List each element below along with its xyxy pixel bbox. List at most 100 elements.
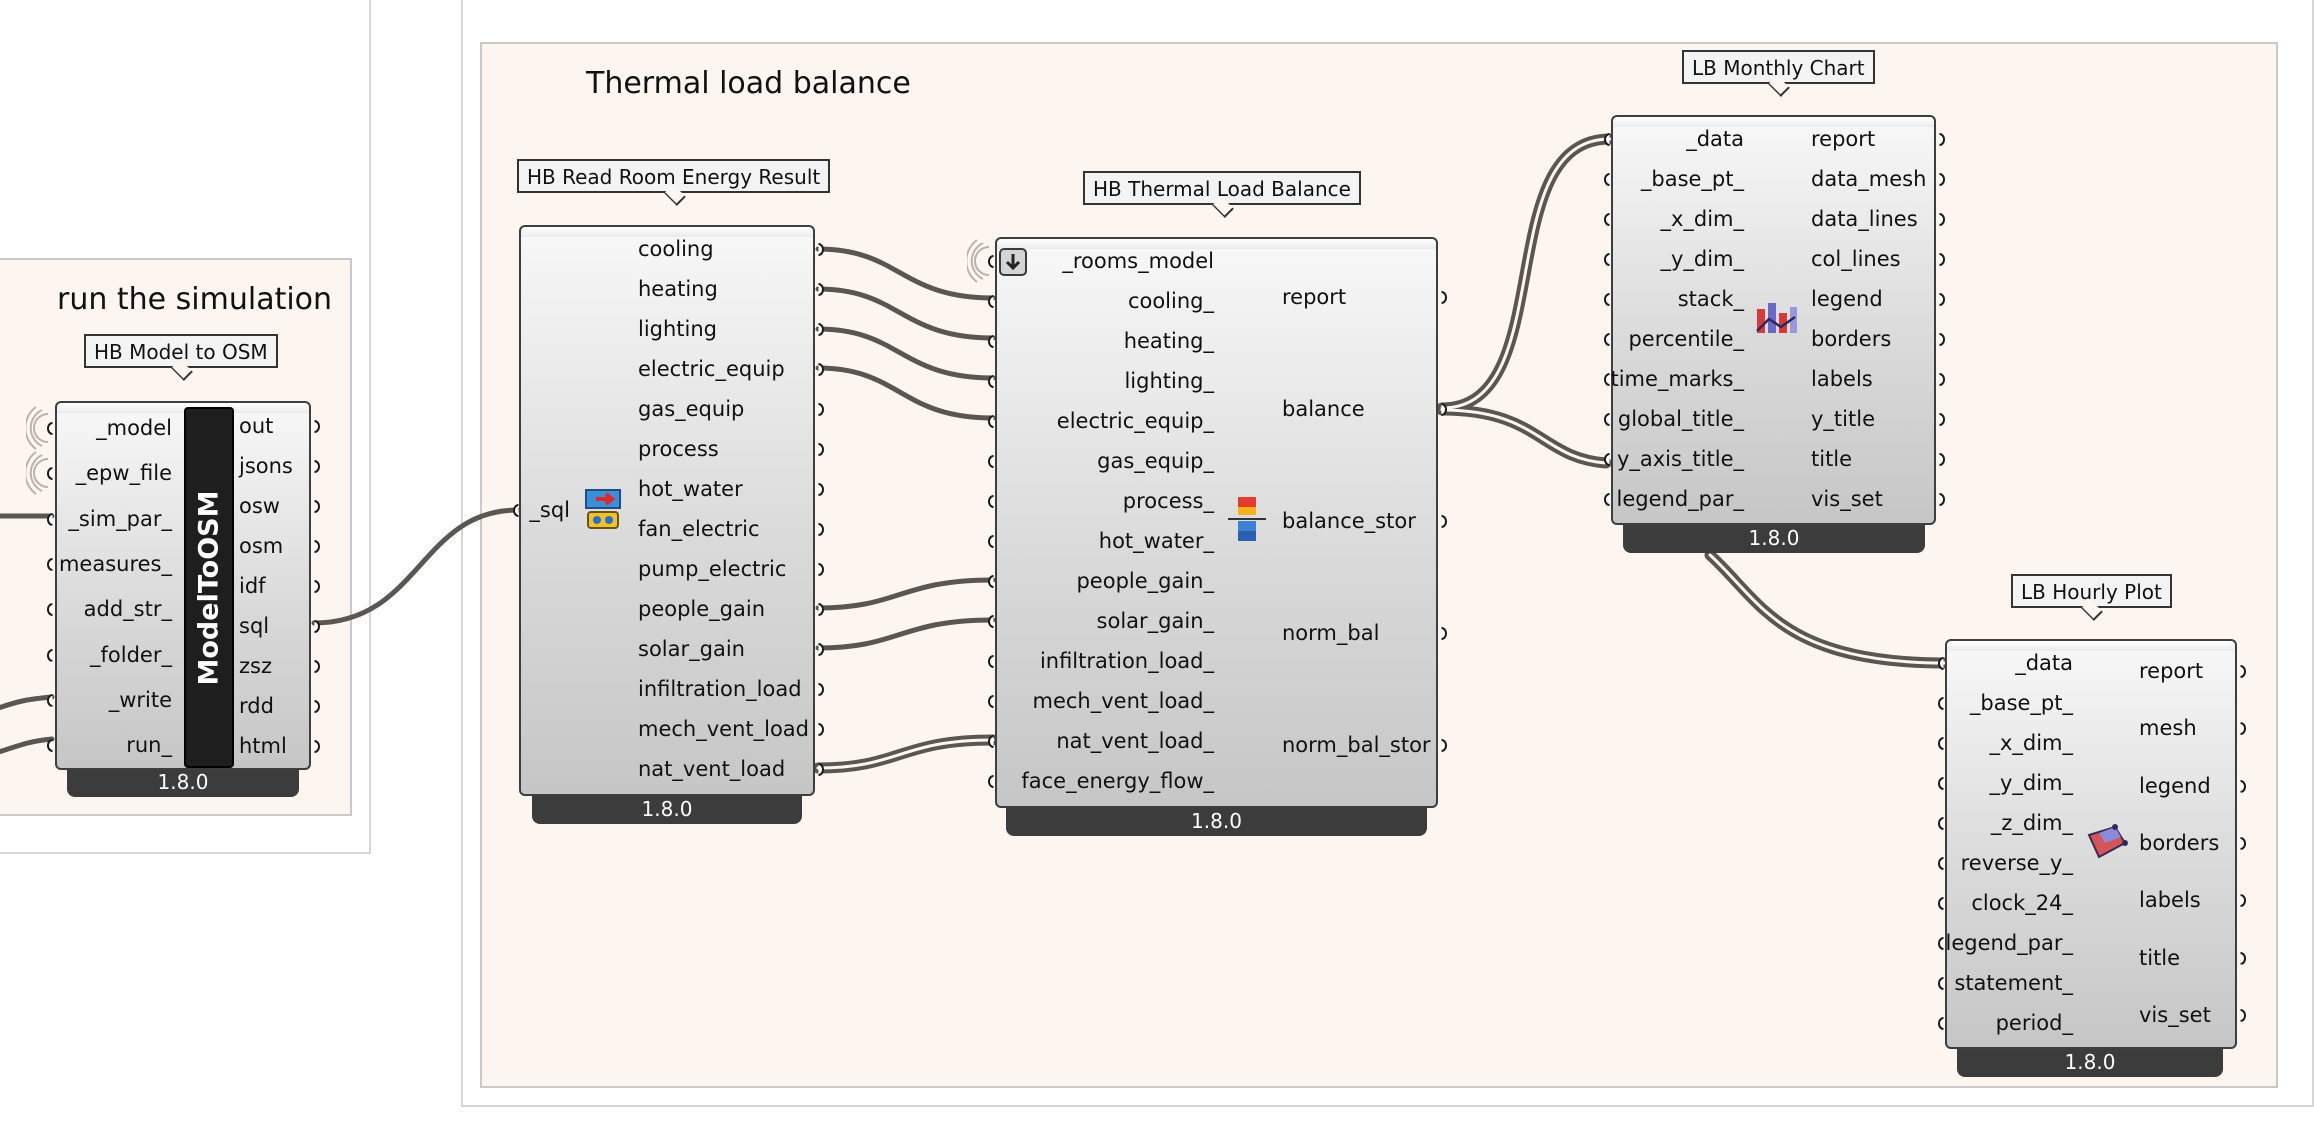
- model-to-osm-input-port[interactable]: [47, 648, 53, 662]
- read-room-output-port[interactable]: [818, 283, 824, 296]
- hourly-plot-component[interactable]: [1945, 639, 2237, 1049]
- model-to-osm-output-port[interactable]: [314, 420, 320, 433]
- thermal-balance-output-port[interactable]: [1441, 739, 1447, 752]
- thermal-balance-input-port[interactable]: [988, 615, 994, 628]
- monthly-chart-output-port[interactable]: [1939, 453, 1945, 466]
- thermal-balance-input-port[interactable]: [988, 535, 994, 548]
- read-room-input-port[interactable]: [513, 504, 519, 517]
- model-to-osm-input-port[interactable]: [47, 603, 53, 617]
- monthly-chart-output-port[interactable]: [1939, 213, 1945, 226]
- hourly-plot-input-port[interactable]: [1938, 657, 1944, 670]
- monthly-chart-output-port[interactable]: [1939, 373, 1945, 386]
- hourly-plot-input-port[interactable]: [1938, 777, 1944, 790]
- monthly-chart-output-vis-set: vis_set: [1811, 487, 1883, 511]
- thermal-balance-input-port[interactable]: [988, 455, 994, 468]
- monthly-chart-input-port[interactable]: [1604, 453, 1610, 466]
- thermal-balance-input-port[interactable]: [988, 375, 994, 388]
- thermal-balance-input-cooling: cooling_: [1127, 289, 1214, 313]
- thermal-balance-input-port[interactable]: [988, 735, 994, 748]
- model-to-osm-output-port[interactable]: [314, 660, 320, 673]
- thermal-balance-input-port[interactable]: [988, 415, 994, 428]
- hourly-plot-output-port[interactable]: [2240, 836, 2246, 850]
- read-room-component[interactable]: [519, 225, 815, 796]
- monthly-chart-input-port[interactable]: [1604, 253, 1610, 266]
- thermal-balance-input-port[interactable]: [988, 695, 994, 708]
- read-room-output-port[interactable]: [818, 363, 824, 376]
- thermal-balance-output-port[interactable]: [1441, 291, 1447, 304]
- thermal-balance-input-port[interactable]: [988, 575, 994, 588]
- thermal-balance-output-norm-bal-stor: norm_bal_stor: [1282, 733, 1431, 757]
- model-to-osm-output-port[interactable]: [314, 540, 320, 553]
- model-to-osm-input-port[interactable]: [47, 739, 53, 753]
- read-room-output-port[interactable]: [818, 443, 824, 456]
- thermal-balance-input-port[interactable]: [988, 775, 994, 788]
- read-room-output-port[interactable]: [818, 323, 824, 336]
- monthly-chart-input-port[interactable]: [1604, 493, 1610, 506]
- monthly-chart-input-port[interactable]: [1604, 293, 1610, 306]
- hourly-plot-input-x-dim: _x_dim_: [1989, 731, 2073, 755]
- monthly-chart-input-port[interactable]: [1604, 413, 1610, 426]
- thermal-balance-input-port[interactable]: [988, 655, 994, 668]
- read-room-output-port[interactable]: [818, 243, 824, 256]
- thermal-balance-output-port[interactable]: [1441, 515, 1447, 528]
- model-to-osm-output-port[interactable]: [314, 500, 320, 513]
- model-to-osm-output-port[interactable]: [314, 460, 320, 473]
- model-to-osm-component[interactable]: ModelToOSM: [55, 401, 311, 770]
- read-room-output-port[interactable]: [818, 683, 824, 696]
- thermal-balance-input-solar-gain: solar_gain_: [1096, 609, 1214, 633]
- thermal-balance-input-port[interactable]: [988, 295, 994, 308]
- monthly-chart-output-port[interactable]: [1939, 133, 1945, 146]
- hourly-plot-output-port[interactable]: [2240, 665, 2246, 678]
- thermal-balance-output-port[interactable]: [1441, 627, 1447, 640]
- monthly-chart-output-port[interactable]: [1939, 493, 1945, 506]
- model-to-osm-input-port[interactable]: [47, 557, 53, 571]
- hourly-plot-input-port[interactable]: [1938, 897, 1944, 910]
- model-to-osm-output-port[interactable]: [314, 580, 320, 593]
- model-to-osm-input-port[interactable]: [47, 512, 53, 526]
- model-to-osm-input-port[interactable]: [47, 422, 53, 435]
- hourly-plot-input-port[interactable]: [1938, 697, 1944, 710]
- read-room-output-port[interactable]: [818, 723, 824, 736]
- thermal-balance-output-port[interactable]: [1441, 403, 1447, 416]
- monthly-chart-output-port[interactable]: [1939, 293, 1945, 306]
- read-room-output-port[interactable]: [818, 403, 824, 416]
- read-room-output-port[interactable]: [818, 563, 824, 576]
- hourly-plot-input-port[interactable]: [1938, 937, 1944, 950]
- hourly-plot-output-port[interactable]: [2240, 951, 2246, 965]
- hourly-plot-input-period: period_: [1995, 1011, 2073, 1035]
- download-toggle-icon[interactable]: [999, 248, 1027, 276]
- thermal-balance-input-port[interactable]: [988, 255, 994, 268]
- model-to-osm-output-port[interactable]: [314, 700, 320, 713]
- monthly-chart-input-port[interactable]: [1604, 173, 1610, 186]
- model-to-osm-output-port[interactable]: [314, 740, 320, 753]
- hourly-plot-input-port[interactable]: [1938, 737, 1944, 750]
- monthly-chart-output-port[interactable]: [1939, 413, 1945, 426]
- thermal-balance-input-port[interactable]: [988, 335, 994, 348]
- monthly-chart-input-port[interactable]: [1604, 133, 1610, 146]
- read-room-output-port[interactable]: [818, 483, 824, 496]
- monthly-chart-input-port[interactable]: [1604, 213, 1610, 226]
- hourly-plot-input-port[interactable]: [1938, 817, 1944, 830]
- monthly-chart-output-borders: borders: [1811, 327, 1892, 351]
- thermal-balance-component[interactable]: [995, 237, 1438, 808]
- thermal-balance-input-port[interactable]: [988, 495, 994, 508]
- read-room-output-cooling: cooling: [638, 237, 714, 261]
- monthly-chart-output-port[interactable]: [1939, 333, 1945, 346]
- hourly-plot-input-port[interactable]: [1938, 857, 1944, 870]
- read-room-output-port[interactable]: [818, 763, 824, 776]
- model-to-osm-output-port[interactable]: [314, 620, 320, 633]
- monthly-chart-output-port[interactable]: [1939, 173, 1945, 186]
- hourly-plot-output-port[interactable]: [2240, 779, 2246, 793]
- read-room-output-port[interactable]: [818, 603, 824, 616]
- monthly-chart-input-port[interactable]: [1604, 333, 1610, 346]
- read-room-output-port[interactable]: [818, 523, 824, 536]
- hourly-plot-output-port[interactable]: [2240, 1008, 2246, 1022]
- model-to-osm-input-port[interactable]: [47, 693, 53, 707]
- hourly-plot-input-port[interactable]: [1938, 977, 1944, 990]
- monthly-chart-output-port[interactable]: [1939, 253, 1945, 266]
- read-room-output-port[interactable]: [818, 643, 824, 656]
- monthly-chart-input-port[interactable]: [1604, 373, 1610, 386]
- thermal-balance-input-process: process_: [1122, 489, 1214, 513]
- hourly-plot-input-port[interactable]: [1938, 1017, 1944, 1030]
- model-to-osm-input-port[interactable]: [47, 467, 53, 481]
